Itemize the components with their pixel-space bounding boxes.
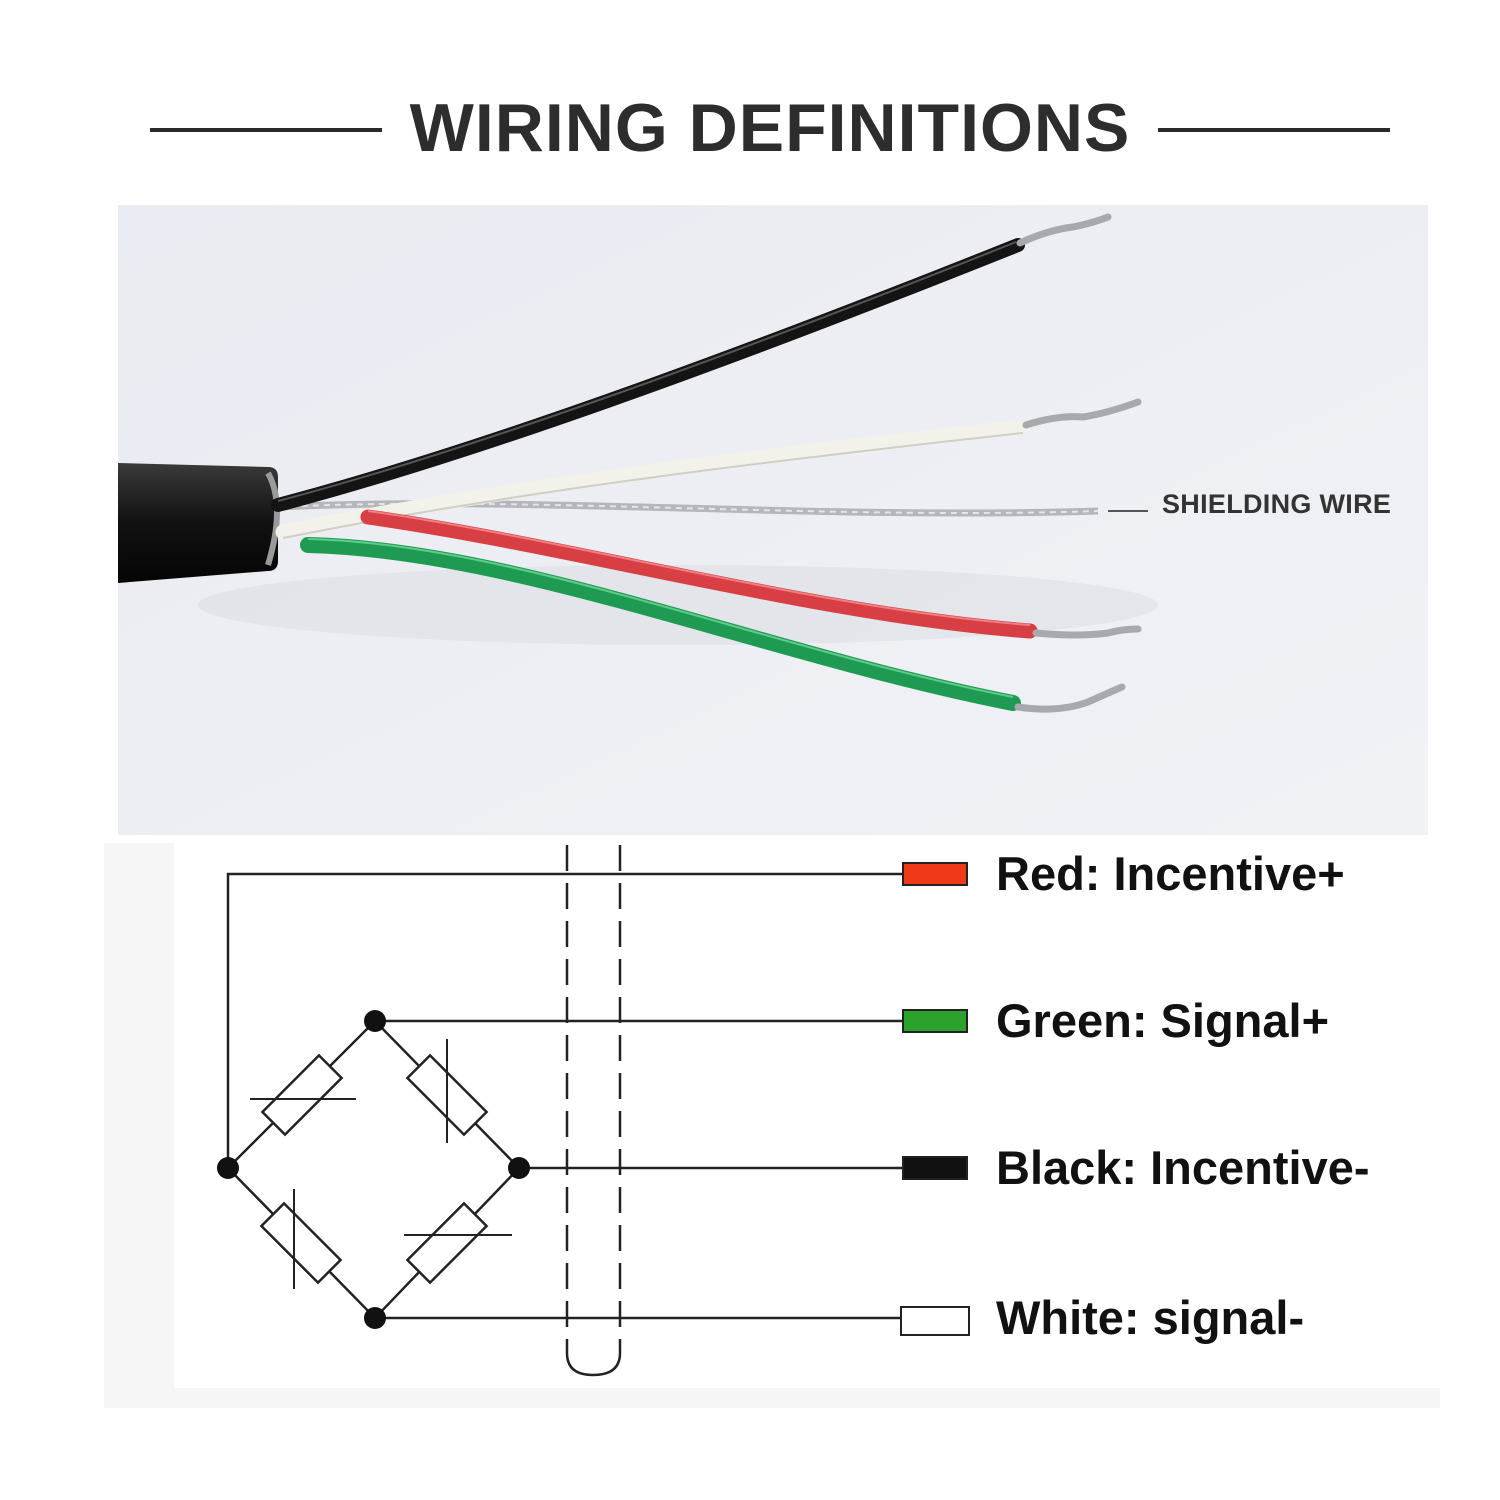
black-wire-tip — [1016, 213, 1112, 247]
page-title: WIRING DEFINITIONS — [409, 90, 1131, 166]
red-circuit-line — [226, 872, 904, 1173]
resistor-bottom-left — [259, 1201, 343, 1285]
cable-illustration — [118, 205, 1428, 835]
header: WIRING DEFINITIONS — [0, 0, 1500, 200]
red-wire — [360, 509, 1038, 639]
bridge-circuit — [217, 845, 904, 1377]
node-bottom — [364, 1307, 386, 1329]
legend-swatch-green — [902, 1009, 968, 1033]
cable-jacket — [118, 463, 278, 583]
legend-swatch-red — [902, 862, 968, 886]
white-wire-tip — [1022, 398, 1142, 429]
wheatstone-bridge — [226, 1019, 521, 1320]
legend-swatch-black — [902, 1156, 968, 1180]
title-rule-left — [150, 128, 382, 132]
node-top — [364, 1010, 386, 1032]
legend-label-green: Green: Signal+ — [996, 994, 1330, 1047]
jacket-edge — [265, 471, 280, 566]
cable-photo: SHIELDING WIRE — [118, 205, 1428, 835]
shield-bottom — [565, 1352, 622, 1377]
shielding-wire-label: SHIELDING WIRE — [1162, 489, 1392, 519]
legend-swatch-white — [900, 1306, 970, 1336]
node-right — [508, 1157, 530, 1179]
green-wire-tip — [1014, 683, 1126, 713]
legend-label-white: White: signal- — [996, 1291, 1305, 1344]
schematic-panel — [104, 843, 1440, 1408]
red-wire-tip — [1032, 625, 1142, 639]
resistor-top-left — [260, 1053, 344, 1137]
green-wire — [300, 537, 1021, 711]
title-rule-right — [1158, 128, 1390, 132]
legend-label-black: Black: Incentive- — [996, 1141, 1370, 1194]
node-left — [217, 1157, 239, 1179]
schematic-canvas — [174, 843, 1440, 1388]
legend-label-red: Red: Incentive+ — [996, 847, 1345, 900]
black-wire — [271, 238, 1025, 512]
resistor-bottom-right — [405, 1201, 489, 1285]
